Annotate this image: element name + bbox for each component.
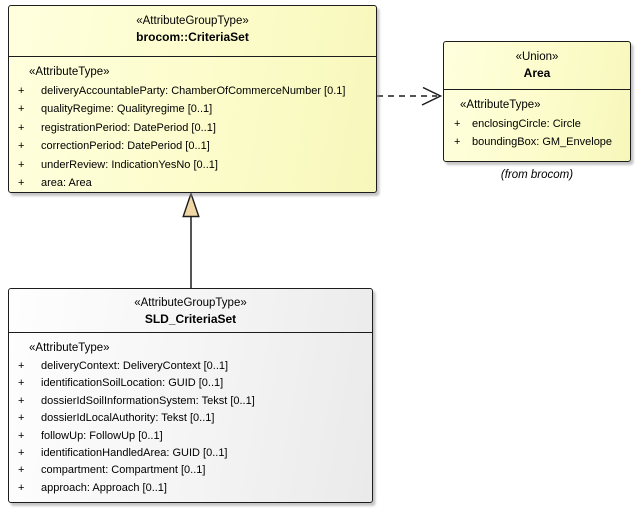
visibility-marker: + [18, 158, 25, 171]
attribute-row: + correctionPeriod: DatePeriod [0..1] [9, 137, 376, 155]
visibility-marker: + [454, 118, 461, 130]
attribute-row: + identificationSoilLocation: GUID [0..1… [9, 375, 372, 392]
section-stereotype: «AttributeType» [29, 66, 110, 78]
attribute-text: compartment: Compartment [0..1] [41, 464, 206, 477]
class-area[interactable]: «Union» Area «AttributeType» + enclosing… [443, 41, 631, 162]
class-header: «AttributeGroupType» SLD_CriteriaSet [9, 289, 372, 333]
attribute-text: followUp: FollowUp [0..1] [41, 429, 163, 442]
visibility-marker: + [454, 136, 461, 148]
class-stereotype: «AttributeGroupType» [136, 15, 249, 27]
attribute-text: correctionPeriod: DatePeriod [0..1] [41, 140, 210, 153]
visibility-marker: + [18, 481, 25, 494]
attribute-row: + dossierIdSoilInformationSystem: Tekst … [9, 393, 372, 410]
attribute-text: boundingBox: GM_Envelope [472, 136, 613, 148]
visibility-marker: + [18, 446, 25, 459]
visibility-marker: + [18, 429, 25, 442]
class-stereotype: «Union» [515, 51, 559, 63]
class-brocom-criteriaset[interactable]: «AttributeGroupType» brocom::CriteriaSet… [8, 5, 377, 193]
visibility-marker: + [18, 360, 25, 372]
class-attribute-compartment: «AttributeType» + deliveryAccountablePar… [9, 57, 376, 192]
visibility-marker: + [18, 140, 25, 153]
section-stereotype: «AttributeType» [29, 342, 110, 354]
attribute-row: + underReview: IndicationYesNo [0..1] [9, 156, 376, 174]
class-header: «Union» Area [444, 42, 630, 90]
visibility-marker: + [18, 412, 25, 425]
attribute-text: enclosingCircle: Circle [472, 118, 581, 130]
class-name: brocom::CriteriaSet [136, 30, 249, 44]
dependency-arrow [377, 86, 443, 106]
visibility-marker: + [18, 176, 25, 189]
visibility-marker: + [18, 394, 25, 407]
visibility-marker: + [18, 103, 25, 116]
class-header: «AttributeGroupType» brocom::CriteriaSet [9, 6, 376, 57]
attribute-row: + registrationPeriod: DatePeriod [0..1] [9, 119, 376, 137]
attribute-row: + followUp: FollowUp [0..1] [9, 428, 372, 445]
visibility-marker: + [18, 121, 25, 134]
attribute-row: + deliveryContext: DeliveryContext [0..1… [9, 358, 372, 375]
attribute-text: approach: Approach [0..1] [41, 481, 167, 494]
attribute-row: + area: Area [9, 174, 376, 192]
attribute-row: + approach: Approach [0..1] [9, 480, 372, 497]
attribute-row: + dossierIdLocalAuthority: Tekst [0..1] [9, 410, 372, 427]
generalization-arrow [182, 191, 200, 289]
attribute-text: deliveryContext: DeliveryContext [0..1] [41, 360, 229, 372]
attribute-row: + identificationHandledArea: GUID [0..1] [9, 445, 372, 462]
class-name: Area [523, 66, 551, 80]
section-stereotype: «AttributeType» [460, 99, 541, 111]
visibility-marker: + [18, 85, 25, 97]
attribute-text: identificationHandledArea: GUID [0..1] [41, 446, 228, 459]
class-attribute-compartment: «AttributeType» + enclosingCircle: Circl… [444, 90, 630, 151]
attribute-text: deliveryAccountableParty: ChamberOfComme… [41, 85, 346, 97]
attribute-row: + qualityRegime: Qualityregime [0..1] [9, 100, 376, 118]
class-name: SLD_CriteriaSet [144, 312, 237, 326]
class-attribute-compartment: «AttributeType» + deliveryContext: Deliv… [9, 333, 372, 497]
attribute-row: + deliveryAccountableParty: ChamberOfCom… [9, 82, 376, 100]
attribute-row: + boundingBox: GM_Envelope [444, 133, 630, 151]
attribute-text: registrationPeriod: DatePeriod [0..1] [41, 121, 216, 134]
attribute-row: + compartment: Compartment [0..1] [9, 462, 372, 479]
class-stereotype: «AttributeGroupType» [134, 297, 247, 309]
visibility-marker: + [18, 377, 25, 390]
attribute-text: qualityRegime: Qualityregime [0..1] [41, 103, 213, 116]
attribute-row: + enclosingCircle: Circle [444, 115, 630, 133]
attribute-text: identificationSoilLocation: GUID [0..1] [41, 377, 224, 390]
attribute-text: dossierIdSoilInformationSystem: Tekst [0… [41, 394, 255, 407]
attribute-text: underReview: IndicationYesNo [0..1] [41, 158, 218, 171]
attribute-text: area: Area [41, 176, 92, 189]
attribute-text: dossierIdLocalAuthority: Tekst [0..1] [41, 412, 215, 425]
class-sld-criteriaset[interactable]: «AttributeGroupType» SLD_CriteriaSet «At… [8, 288, 373, 503]
visibility-marker: + [18, 464, 25, 477]
from-package-note: (from brocom) [500, 169, 574, 181]
